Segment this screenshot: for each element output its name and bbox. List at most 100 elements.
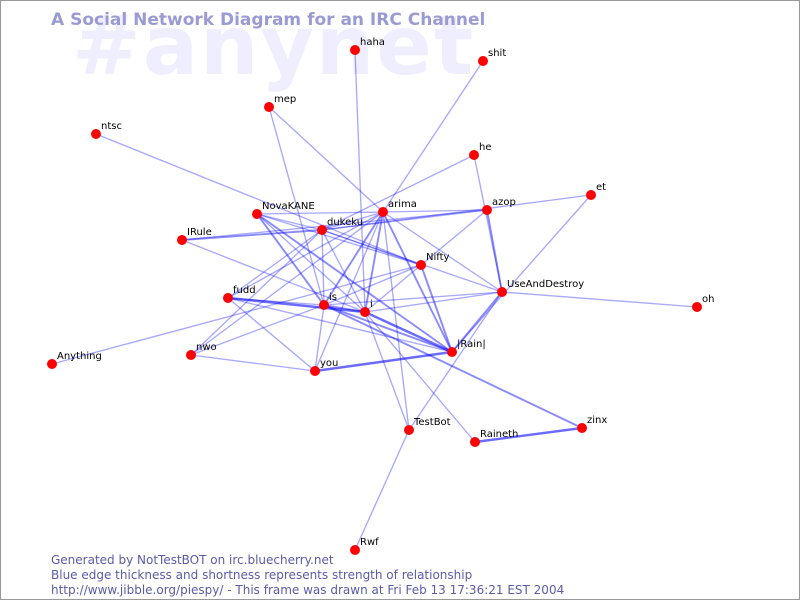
node-rwf: Rwf xyxy=(350,537,379,555)
node-dot xyxy=(310,366,320,376)
node-dot xyxy=(470,437,480,447)
node-dot xyxy=(177,235,187,245)
node-label: et xyxy=(596,182,606,193)
edge-arima-fudd xyxy=(227,211,384,299)
edge-testbot-rwf xyxy=(354,429,410,551)
edge-dukeku-arima xyxy=(321,211,384,231)
edge-is-zinx xyxy=(323,304,583,429)
edge-arima-azop xyxy=(382,209,488,213)
edge-useanddestroy-is xyxy=(323,291,503,306)
node-dot xyxy=(404,425,414,435)
node-label: azop xyxy=(492,197,516,208)
edge-novakane-arima xyxy=(256,211,384,215)
edge-he-dukeku xyxy=(321,154,475,231)
node-shit: shit xyxy=(478,48,506,66)
edge-novakane-i xyxy=(256,213,366,313)
node-label: ntsc xyxy=(101,121,122,132)
node-label: IRule xyxy=(187,227,212,238)
edge-fudd-you xyxy=(227,297,316,372)
footer-source-timestamp: http://www.jibble.org/piespy/ - This fra… xyxy=(51,583,565,597)
edge-mep-is xyxy=(268,106,325,306)
edge-et-rain xyxy=(451,194,592,353)
edge-useanddestroy-testbot xyxy=(408,291,503,431)
node-label: Rwf xyxy=(360,537,379,548)
edge-i-rain xyxy=(364,310,453,354)
node-dot xyxy=(469,150,479,160)
node-he: he xyxy=(469,142,492,160)
node-label: |Rain| xyxy=(457,339,486,350)
node-label: Nifty xyxy=(426,252,450,263)
edge-dukeku-nifty xyxy=(321,229,422,266)
node-fudd: fudd xyxy=(223,285,256,303)
node-label: zinx xyxy=(587,415,607,426)
node-label: TestBot xyxy=(413,417,451,428)
edge-arima-is xyxy=(323,211,384,306)
edge-novakane-rain xyxy=(256,213,453,353)
node-novakane: NovaKANE xyxy=(252,201,315,219)
node-dot xyxy=(482,205,492,215)
node-dot xyxy=(319,300,329,310)
node-dot xyxy=(692,302,702,312)
node-dot xyxy=(586,190,596,200)
edge-nifty-is xyxy=(323,264,422,306)
edge-nwo-you xyxy=(190,354,316,372)
node-nwo: nwo xyxy=(186,342,217,360)
node-dot xyxy=(350,45,360,55)
edge-raineth-zinx xyxy=(474,426,583,444)
node-label: haha xyxy=(360,37,385,48)
node-label: you xyxy=(320,358,338,369)
edge-azop-useanddestroy xyxy=(486,209,503,293)
edge-he-useanddestroy xyxy=(473,154,503,293)
edge-arima-you xyxy=(314,211,384,372)
edge-nifty-anything xyxy=(51,264,422,365)
node-dot xyxy=(350,545,360,555)
edge-arima-rain xyxy=(382,211,453,353)
edge-i-testbot xyxy=(364,311,410,431)
edge-arima-useanddestroy xyxy=(382,211,503,293)
node-label: arima xyxy=(388,199,417,210)
node-useanddestroy: UseAndDestroy xyxy=(497,279,584,297)
edge-layer xyxy=(51,49,698,551)
node-label: Anything xyxy=(57,351,102,362)
edge-arima-testbot xyxy=(382,211,410,431)
node-i: i xyxy=(360,299,373,317)
node-dot xyxy=(186,350,196,360)
node-label: shit xyxy=(488,48,506,59)
node-haha: haha xyxy=(350,37,385,55)
edge-useanddestroy-rain xyxy=(451,291,503,353)
edge-irule-azop xyxy=(181,209,488,241)
edge-is-you xyxy=(314,304,325,372)
node-dot xyxy=(478,56,488,66)
node-ntsc: ntsc xyxy=(91,121,122,139)
node-dot xyxy=(91,129,101,139)
edge-you-rain xyxy=(314,350,453,373)
node-label: dukeku xyxy=(327,217,363,228)
edge-mep-arima xyxy=(268,106,384,213)
node-you: you xyxy=(310,358,338,376)
edge-haha-i xyxy=(354,49,366,313)
edge-is-rain xyxy=(323,304,453,353)
node-azop: azop xyxy=(482,197,516,215)
node-dot xyxy=(378,207,388,217)
node-dot xyxy=(223,293,233,303)
edge-is-i xyxy=(323,304,366,313)
node-et: et xyxy=(586,182,606,200)
node-label: is xyxy=(329,292,337,303)
edge-is-nwo xyxy=(190,304,325,356)
edge-novakane-dukeku xyxy=(256,213,323,231)
diagram-title: A Social Network Diagram for an IRC Chan… xyxy=(51,10,486,30)
edge-arima-nwo xyxy=(190,211,384,356)
edge-et-dukeku xyxy=(321,194,592,231)
node-dot xyxy=(252,209,262,219)
edge-dukeku-is xyxy=(321,229,325,306)
footer: Generated by NotTestBOT on irc.bluecherr… xyxy=(51,553,564,598)
node-rain: |Rain| xyxy=(447,339,486,357)
node-dot xyxy=(577,423,587,433)
node-label: Raineth xyxy=(480,429,518,440)
edge-shit-arima xyxy=(382,60,484,213)
node-is: is xyxy=(319,292,337,310)
node-dot xyxy=(47,359,57,369)
edge-nifty-i xyxy=(364,264,422,313)
node-label: he xyxy=(479,142,492,153)
